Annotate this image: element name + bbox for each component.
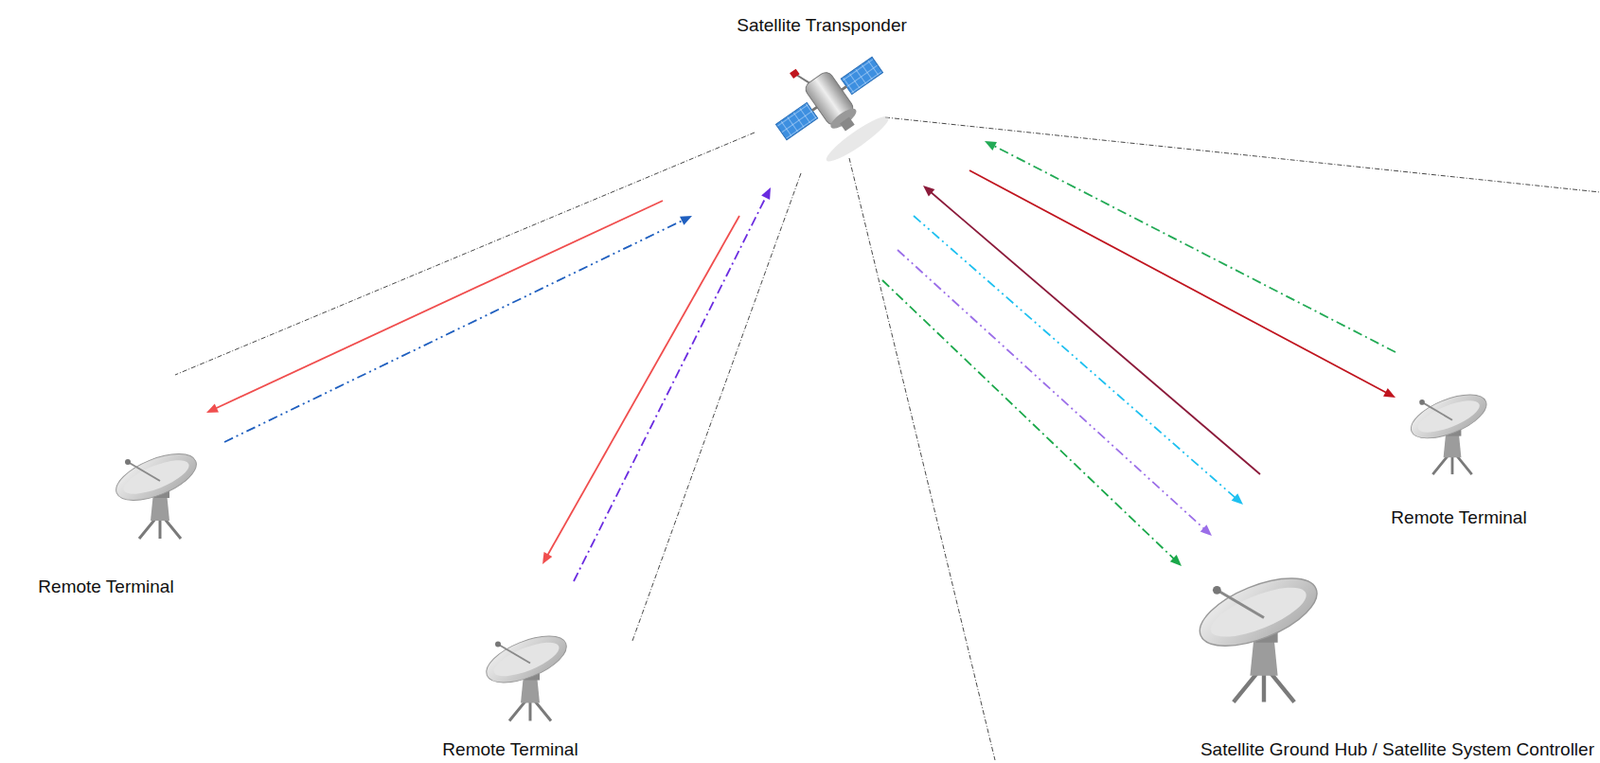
- dish-antenna: [1191, 564, 1327, 702]
- node-label: Remote Terminal: [440, 739, 580, 761]
- dish-antenna: [1404, 386, 1493, 476]
- terminal-node: Remote Terminal: [440, 739, 580, 761]
- dish-antenna: [109, 444, 203, 539]
- satellite-icon: [756, 29, 910, 179]
- signal-arrow: [913, 215, 1244, 505]
- dish-antenna: [480, 626, 573, 721]
- terminal-node: Satellite Transponder: [734, 15, 909, 36]
- signal-arrow: [224, 215, 693, 443]
- signal-arrow: [573, 187, 771, 582]
- node-label: Remote Terminal: [35, 576, 176, 598]
- node-label: Satellite Ground Hub / Satellite System …: [1198, 739, 1597, 761]
- signal-arrow: [206, 200, 663, 413]
- terminal-node: Satellite Ground Hub / Satellite System …: [1198, 739, 1597, 761]
- beam-line: [175, 117, 1600, 761]
- terminal-node: Remote Terminal: [1388, 507, 1529, 529]
- signal-arrow: [984, 141, 1396, 353]
- signal-arrow: [923, 185, 1261, 475]
- signal-arrow: [542, 215, 740, 565]
- terminal-node: Remote Terminal: [35, 576, 176, 598]
- signal-arrow: [969, 170, 1396, 398]
- node-label: Remote Terminal: [1388, 507, 1529, 529]
- signal-arrow: [882, 280, 1182, 567]
- node-label: Satellite Transponder: [734, 15, 909, 36]
